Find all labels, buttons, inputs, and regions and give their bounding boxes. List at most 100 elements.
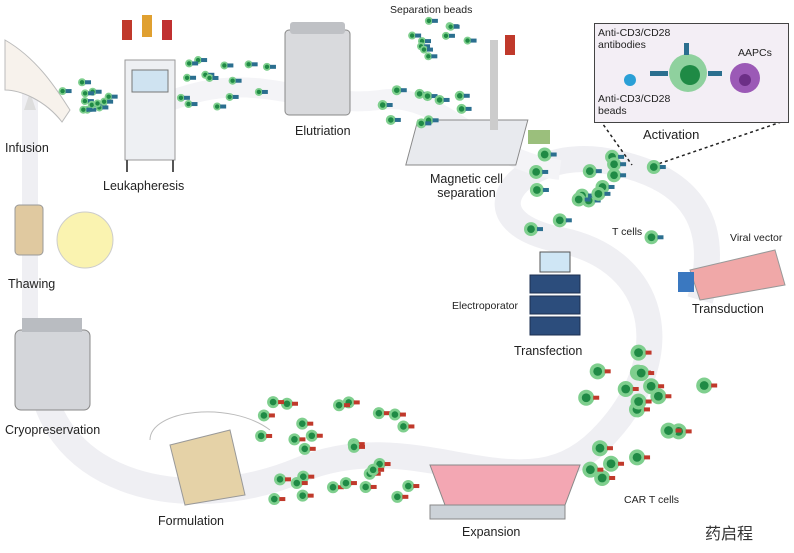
car-t-cell bbox=[333, 399, 351, 412]
car-t-cell bbox=[274, 473, 292, 486]
t-cell bbox=[537, 147, 557, 162]
t-cell bbox=[523, 222, 543, 237]
car-t-cell bbox=[367, 463, 385, 476]
label-leukapheresis: Leukapheresis bbox=[103, 179, 185, 193]
label-formulation: Formulation bbox=[158, 514, 224, 528]
cryopreservation-tank bbox=[14, 318, 91, 411]
t-cell bbox=[81, 89, 95, 98]
t-cell bbox=[213, 102, 227, 111]
label-infusion: Infusion bbox=[5, 141, 49, 155]
car-t-cell bbox=[288, 433, 306, 446]
car-t-cell bbox=[290, 477, 308, 490]
car-t-cell bbox=[633, 365, 655, 382]
car-t-cell bbox=[397, 420, 415, 433]
label-electroporator: Electroporator bbox=[452, 300, 518, 312]
car-t-cell bbox=[267, 396, 285, 409]
t-cell bbox=[607, 168, 627, 183]
t-cell bbox=[454, 90, 470, 101]
t-cell bbox=[419, 45, 433, 54]
cell-illustrations bbox=[58, 16, 718, 506]
label-separation-beads: Separation beads bbox=[390, 4, 473, 16]
t-cell bbox=[176, 93, 190, 102]
t-cell bbox=[582, 164, 602, 179]
beads-label: Anti-CD3/CD28 beads bbox=[598, 93, 671, 117]
car-t-cell bbox=[629, 449, 651, 466]
t-cell bbox=[607, 157, 627, 172]
t-cell bbox=[377, 100, 393, 111]
t-cell bbox=[552, 213, 572, 228]
car-t-cell bbox=[391, 490, 409, 503]
t-cell bbox=[228, 76, 242, 85]
t-cell bbox=[591, 186, 611, 201]
thawing-bag bbox=[14, 204, 44, 256]
activation-title: Activation bbox=[643, 127, 700, 142]
t-cell bbox=[646, 160, 666, 175]
car-t-cell bbox=[257, 409, 275, 422]
expansion-bioreactor bbox=[429, 464, 581, 520]
t-cell bbox=[254, 87, 268, 96]
car-t-cell bbox=[594, 469, 616, 486]
car-t-cell bbox=[578, 389, 600, 406]
leukapheresis-machine bbox=[122, 15, 176, 172]
t-cell bbox=[408, 31, 422, 40]
t-cell bbox=[529, 182, 549, 197]
car-t-cell bbox=[591, 440, 613, 457]
t-cell bbox=[100, 97, 114, 106]
watermark: 药启程 bbox=[705, 524, 754, 543]
t-cell bbox=[463, 36, 477, 45]
label-viral-vector: Viral vector bbox=[730, 232, 783, 244]
t-cell bbox=[262, 62, 276, 71]
antibodies-label: Anti-CD3/CD28 antibodies bbox=[598, 27, 671, 51]
antibody-icon bbox=[684, 43, 689, 55]
car-t-cell bbox=[603, 455, 625, 472]
label-transfection: Transfection bbox=[514, 344, 583, 358]
label-expansion: Expansion bbox=[462, 525, 521, 539]
car-t-cell bbox=[630, 344, 652, 361]
t-cell bbox=[434, 94, 450, 105]
car-t-cell bbox=[589, 363, 611, 380]
t-cell bbox=[244, 60, 258, 69]
t-cell bbox=[391, 85, 407, 96]
t-cell bbox=[529, 164, 549, 179]
car-t-cell bbox=[617, 381, 639, 398]
car-t-cell bbox=[347, 440, 365, 453]
electroporator bbox=[529, 251, 581, 336]
t-cell bbox=[644, 230, 664, 245]
label-thawing: Thawing bbox=[8, 277, 56, 291]
thawing-magnifier bbox=[56, 211, 114, 269]
car-t-cell bbox=[298, 442, 316, 455]
car-t-cell bbox=[402, 480, 420, 493]
car-t-cell bbox=[296, 489, 314, 502]
t-cell bbox=[456, 103, 472, 114]
t-cell bbox=[441, 31, 455, 40]
t-cell bbox=[571, 192, 591, 207]
formulation-bag bbox=[169, 429, 246, 506]
aapcs-label: AAPCs bbox=[738, 47, 772, 59]
bead-icon bbox=[624, 74, 636, 86]
t-cell bbox=[416, 118, 432, 129]
t-cell bbox=[220, 61, 234, 70]
car-t-cell bbox=[388, 408, 406, 421]
car-t-cell bbox=[305, 429, 323, 442]
car-t-cell bbox=[582, 461, 604, 478]
t-cell bbox=[185, 59, 199, 68]
car-t-cell bbox=[255, 429, 273, 442]
car-t-cell bbox=[650, 388, 672, 405]
car-t-cell bbox=[696, 377, 718, 394]
car-t-cell bbox=[296, 417, 314, 430]
t-cell bbox=[58, 87, 72, 96]
car-t-cell bbox=[327, 481, 345, 494]
label-transduction: Transduction bbox=[692, 302, 764, 316]
car-t-cell bbox=[630, 393, 652, 410]
car-t-cell bbox=[372, 407, 390, 420]
t-cell bbox=[183, 73, 197, 82]
label-elutriation: Elutriation bbox=[295, 124, 351, 138]
car-t-cell bbox=[268, 493, 286, 506]
label-t-cells: T cells bbox=[612, 226, 643, 238]
car-t-cell bbox=[660, 422, 682, 439]
t-cell bbox=[205, 73, 219, 82]
t-cell bbox=[225, 92, 239, 101]
